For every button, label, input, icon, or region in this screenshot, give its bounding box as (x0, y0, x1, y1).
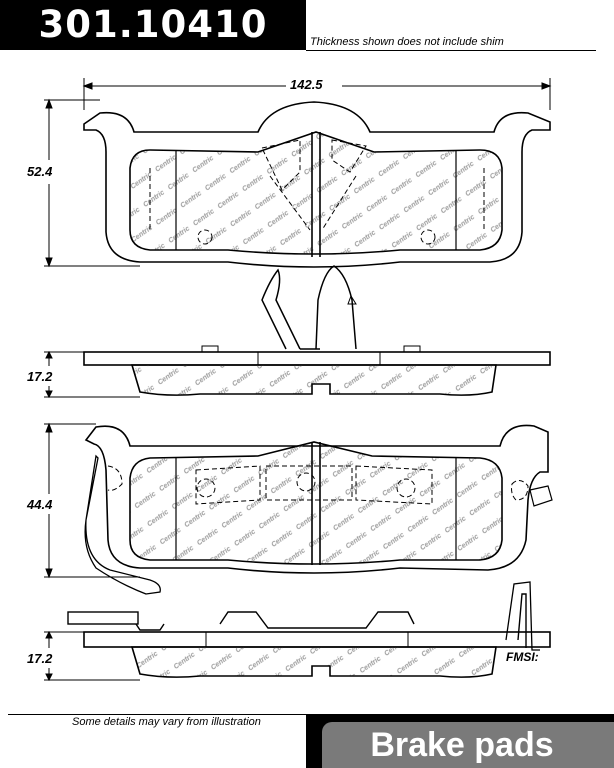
inner-backing-plate (84, 424, 549, 574)
product-label: Brake pads (370, 726, 554, 764)
outer-thickness-dimension: 17.2 (27, 369, 53, 384)
product-badge (322, 722, 614, 768)
outer-pad-edge-view (83, 345, 551, 396)
footer-rule (8, 714, 314, 715)
inner-pad-face-view (84, 424, 553, 595)
inner-pad-edge-view (83, 631, 551, 678)
inner-shim-and-clips (67, 581, 540, 651)
inner-edge-friction (130, 646, 497, 678)
inner-thickness-dimension: 17.2 (27, 651, 53, 666)
width-dimension: 142.5 (290, 77, 323, 92)
header-rule (306, 50, 596, 51)
outer-edge-backing (83, 351, 551, 366)
inner-hidden-features (107, 465, 529, 505)
fmsi-label: FMSI: (506, 650, 539, 664)
disclaimer-note: Some details may vary from illustration (72, 716, 261, 728)
dimension-lines (44, 78, 552, 682)
outer-edge-friction (130, 364, 497, 396)
outer-height-dimension: 52.4 (27, 164, 53, 179)
inner-edge-backing (83, 631, 551, 648)
inner-height-dimension: 44.4 (27, 497, 53, 512)
part-number-box (0, 0, 306, 50)
outer-backing-plate (83, 101, 551, 268)
thickness-note: Thickness shown does not include shim (310, 36, 504, 48)
wear-indicator (84, 454, 161, 595)
outer-pad-face-view (83, 101, 551, 268)
part-number: 301.10410 (38, 3, 268, 46)
outer-friction-material (129, 131, 503, 255)
inner-friction-material (129, 441, 503, 565)
outer-hidden-features (149, 139, 485, 245)
outer-clip (261, 265, 357, 350)
